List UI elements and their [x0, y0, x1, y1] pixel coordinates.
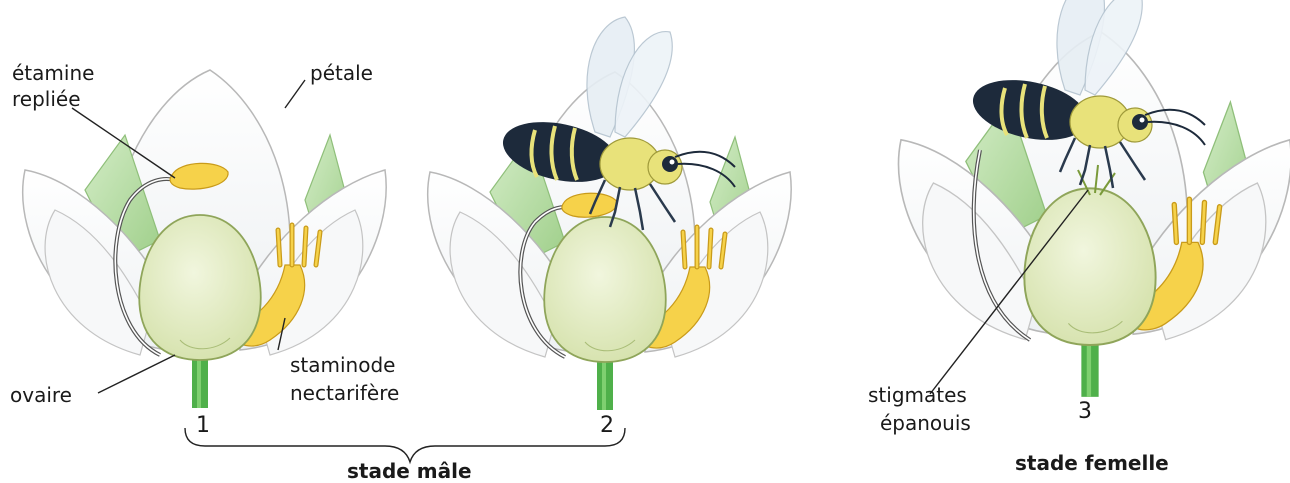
label-stade-male: stade mâle — [347, 459, 472, 483]
label-petale: pétale — [310, 61, 373, 85]
label-ovaire: ovaire — [10, 383, 72, 407]
label-etamine-repliee: étamine repliée — [12, 61, 101, 111]
stage-brace — [185, 428, 625, 462]
flower-2 — [428, 17, 791, 410]
stage-number-3: 3 — [1078, 399, 1092, 424]
flower-3 — [899, 0, 1290, 397]
stage-number-2: 2 — [600, 413, 614, 438]
label-staminode-nectarifere: staminode nectarifère — [290, 353, 402, 405]
label-stigmates-epanouis: stigmates épanouis — [868, 383, 973, 435]
label-stade-femelle: stade femelle — [1015, 451, 1169, 475]
stage-number-1: 1 — [196, 413, 210, 438]
